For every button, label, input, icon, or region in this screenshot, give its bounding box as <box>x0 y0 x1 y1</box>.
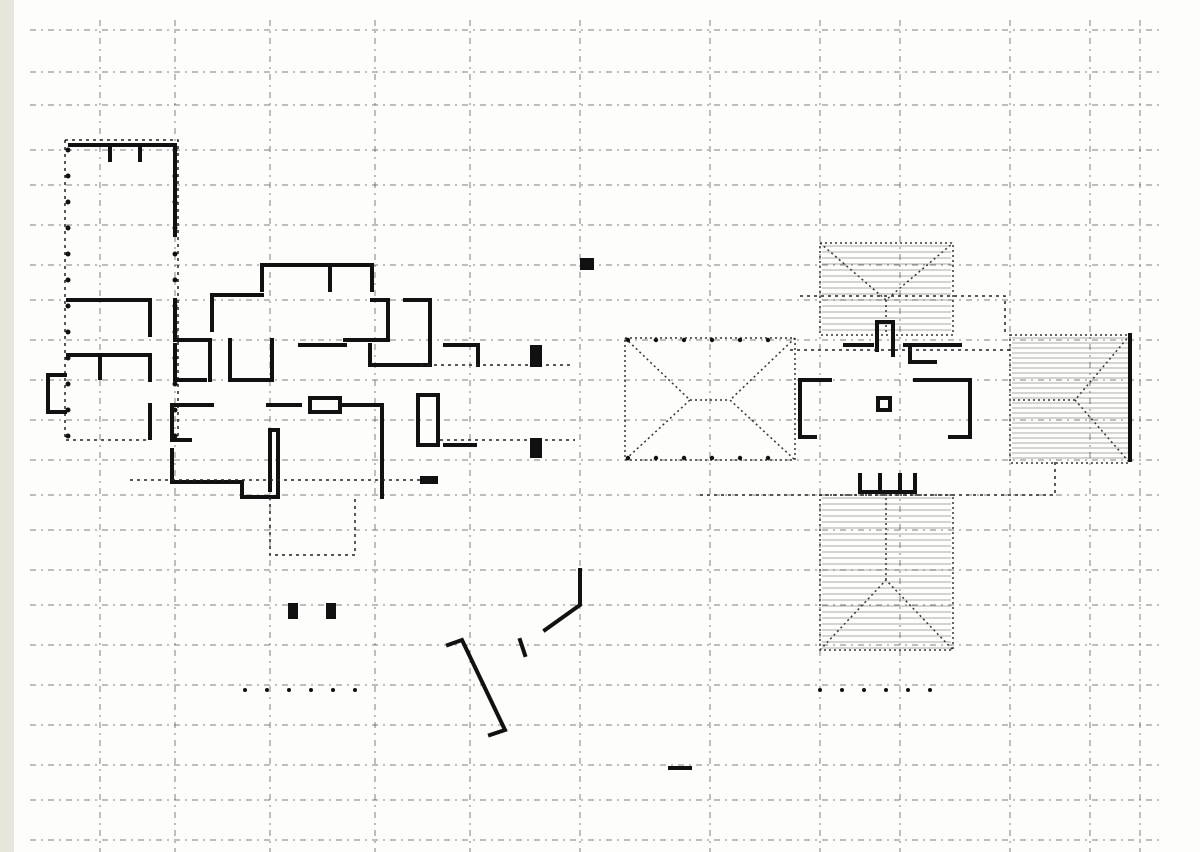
terrace-outline <box>130 364 575 556</box>
east-building-group <box>624 242 1132 770</box>
column-dot <box>65 251 71 257</box>
column-dot <box>172 225 178 231</box>
pier <box>326 603 336 619</box>
column-dot <box>709 455 715 461</box>
south-porch-wall <box>858 473 917 494</box>
east-roof-wing <box>1009 334 1131 464</box>
column-dot <box>653 337 659 343</box>
column-dot <box>681 455 687 461</box>
column-dot <box>65 329 71 335</box>
east-terrace-outline <box>700 295 1056 496</box>
west-roof-hips <box>624 337 796 461</box>
column-dot <box>625 455 631 461</box>
east-house-west-wall <box>798 378 832 439</box>
column-dot <box>884 688 888 692</box>
column-dot <box>65 199 71 205</box>
pier <box>420 476 438 484</box>
west-court-wall <box>68 143 177 237</box>
column-dot <box>818 688 822 692</box>
column-dot <box>265 688 269 692</box>
column-dot <box>65 225 71 231</box>
column-dot <box>625 337 631 343</box>
column-dot <box>172 329 178 335</box>
north-roof-wing <box>819 242 954 336</box>
east-house-core-wall <box>843 320 962 364</box>
gate-pier <box>530 438 542 458</box>
column-dot <box>65 355 71 361</box>
angled-garden-wall <box>445 637 508 738</box>
column-dot <box>840 688 844 692</box>
column-dot <box>65 407 71 413</box>
roof-hatching <box>822 245 1128 649</box>
column-dot <box>737 337 743 343</box>
column-dot <box>928 688 932 692</box>
column-dot <box>331 688 335 692</box>
column-dot <box>353 688 357 692</box>
column-markers <box>65 147 932 692</box>
planning-grid <box>30 20 1160 852</box>
column-dot <box>172 251 178 257</box>
column-dot <box>653 455 659 461</box>
column-dot <box>172 407 178 413</box>
living-room-wall <box>266 403 384 499</box>
column-dot <box>765 337 771 343</box>
central-rooms-wall <box>298 298 432 367</box>
column-dot <box>862 688 866 692</box>
column-dot <box>737 455 743 461</box>
living-hall-wall <box>170 403 280 499</box>
column-dot <box>172 433 178 439</box>
west-roof-wing <box>624 337 796 461</box>
gate-pier <box>530 345 542 367</box>
column-dot <box>65 173 71 179</box>
column-dot <box>309 688 313 692</box>
column-dot <box>287 688 291 692</box>
column-dot <box>65 433 71 439</box>
chimney <box>876 396 892 412</box>
wall-stub <box>517 637 528 658</box>
scan-edge-shadow <box>0 0 14 852</box>
column-dot <box>243 688 247 692</box>
fireplace <box>308 396 342 414</box>
south-roof-hips <box>819 495 954 651</box>
column-dot <box>172 381 178 387</box>
east-wing-wall <box>416 343 480 447</box>
pier <box>288 603 298 619</box>
column-dot <box>172 147 178 153</box>
column-dot <box>65 147 71 153</box>
south-roof-wing <box>819 494 954 651</box>
north-rooms-wall <box>210 263 374 332</box>
pier <box>580 258 594 270</box>
west-porch-wall <box>46 373 67 414</box>
column-dot <box>906 688 910 692</box>
column-dot <box>65 277 71 283</box>
column-dot <box>172 277 178 283</box>
bent-garden-wall <box>542 568 582 633</box>
east-house-east-wall <box>913 378 972 439</box>
column-dot <box>172 303 178 309</box>
column-dot <box>65 381 71 387</box>
west-building-group <box>46 139 594 738</box>
column-dot <box>172 199 178 205</box>
west-colonnade-outline <box>64 139 179 441</box>
column-dot <box>765 455 771 461</box>
column-dot <box>681 337 687 343</box>
column-dot <box>709 337 715 343</box>
column-dot <box>172 173 178 179</box>
east-roof-hips <box>1010 334 1131 464</box>
column-dot <box>65 303 71 309</box>
column-dot <box>172 355 178 361</box>
west-rooms-wall <box>66 298 152 382</box>
